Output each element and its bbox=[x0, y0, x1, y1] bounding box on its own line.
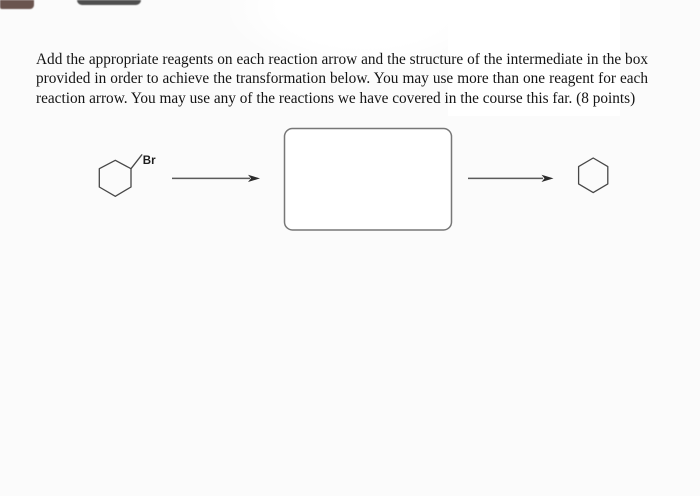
intermediate-answer-box[interactable] bbox=[283, 127, 453, 231]
arrow-1-head bbox=[248, 174, 260, 182]
question-line-2: provided in order to achieve the transfo… bbox=[36, 70, 648, 88]
cyclohexane-ring bbox=[98, 159, 132, 197]
reactant-bromocyclohexane: Br bbox=[98, 154, 156, 197]
reaction-arrow-2 bbox=[468, 174, 554, 182]
product-cyclohexane bbox=[577, 157, 609, 194]
scan-smudge-corner bbox=[0, 0, 34, 9]
question-text: Add the appropriate reagents on each rea… bbox=[36, 50, 648, 108]
cyclohexane-ring bbox=[577, 157, 609, 194]
br-atom-label: Br bbox=[143, 155, 156, 167]
scan-smudge-left bbox=[77, 0, 141, 5]
question-line-1: Add the appropriate reagents on each rea… bbox=[36, 51, 648, 68]
scan-white-patch bbox=[448, 0, 620, 116]
carbon-bromine-bond bbox=[130, 154, 143, 170]
reaction-arrow-1 bbox=[172, 174, 260, 182]
question-line-3: reaction arrow. You may use any of the r… bbox=[36, 89, 636, 107]
arrow-2-head bbox=[541, 174, 554, 182]
